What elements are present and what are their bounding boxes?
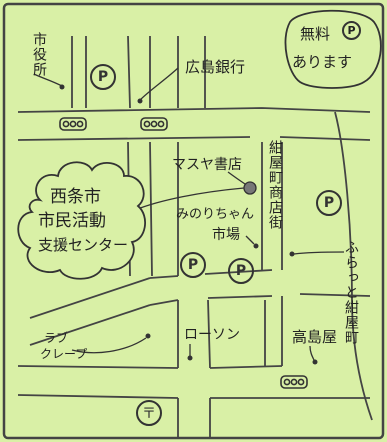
road-v2-right [149, 36, 153, 277]
leader-furato [293, 251, 345, 255]
road-v1 [71, 36, 87, 108]
bubble-line-1: 無料 [300, 25, 331, 43]
road-bottom-top [17, 365, 283, 369]
traffic-light-icon [140, 117, 168, 131]
label-takashimaya: 高島屋 [292, 328, 338, 346]
label-city-hall: 市役所 [31, 32, 47, 77]
road-v3-right [204, 36, 211, 438]
label-shotengai: 紺屋町商店街 [267, 140, 283, 230]
label-bank: 広島銀行 [185, 58, 246, 76]
bubble-text: 無料 P あります [284, 11, 376, 87]
leader-market [245, 235, 255, 245]
post-office-icon: 〒 [136, 400, 162, 426]
label-love-2: クレープ [40, 347, 88, 361]
road-main-bottom [17, 136, 371, 141]
leader-city-hall [33, 73, 63, 87]
traffic-light-icon [280, 375, 308, 389]
leader-bank [139, 67, 179, 101]
bubble-line-2: あります [292, 53, 353, 71]
bookstore-dot [243, 181, 257, 195]
traffic-light-icon [59, 117, 87, 131]
cloud-line-1: 西条市 [50, 187, 101, 207]
road-diag-left [29, 277, 151, 346]
leader-love [71, 337, 147, 354]
label-lawson: ローソン [184, 327, 240, 343]
label-market-1: みのりちゃん [176, 207, 255, 222]
cloud-label: 西条市 市民活動 支援センター [38, 185, 128, 257]
road-curve-right [334, 111, 373, 421]
label-love-1: ラブ [44, 331, 69, 345]
road-v4-left [261, 142, 266, 366]
road-bottom-bottom [17, 394, 370, 399]
road-main-top [17, 107, 371, 113]
cloud-shape [17, 161, 146, 280]
label-furato: ふらっと紺屋町 [343, 240, 359, 345]
parking-icon: P [90, 64, 116, 90]
parking-icon: P [228, 258, 254, 284]
parking-icon: P [316, 190, 342, 216]
bubble-parking-icon: P [342, 21, 361, 40]
cloud-line-2: 市民活動 [38, 211, 106, 231]
leader-takashimaya [309, 345, 315, 361]
leader-center [134, 187, 245, 211]
label-bookstore: マスヤ書店 [172, 157, 242, 173]
road-mid-bottom [149, 293, 371, 306]
label-market-2: 市場 [212, 227, 240, 243]
parking-icon: P [180, 252, 206, 278]
cloud-line-3: 支援センター [38, 236, 129, 254]
